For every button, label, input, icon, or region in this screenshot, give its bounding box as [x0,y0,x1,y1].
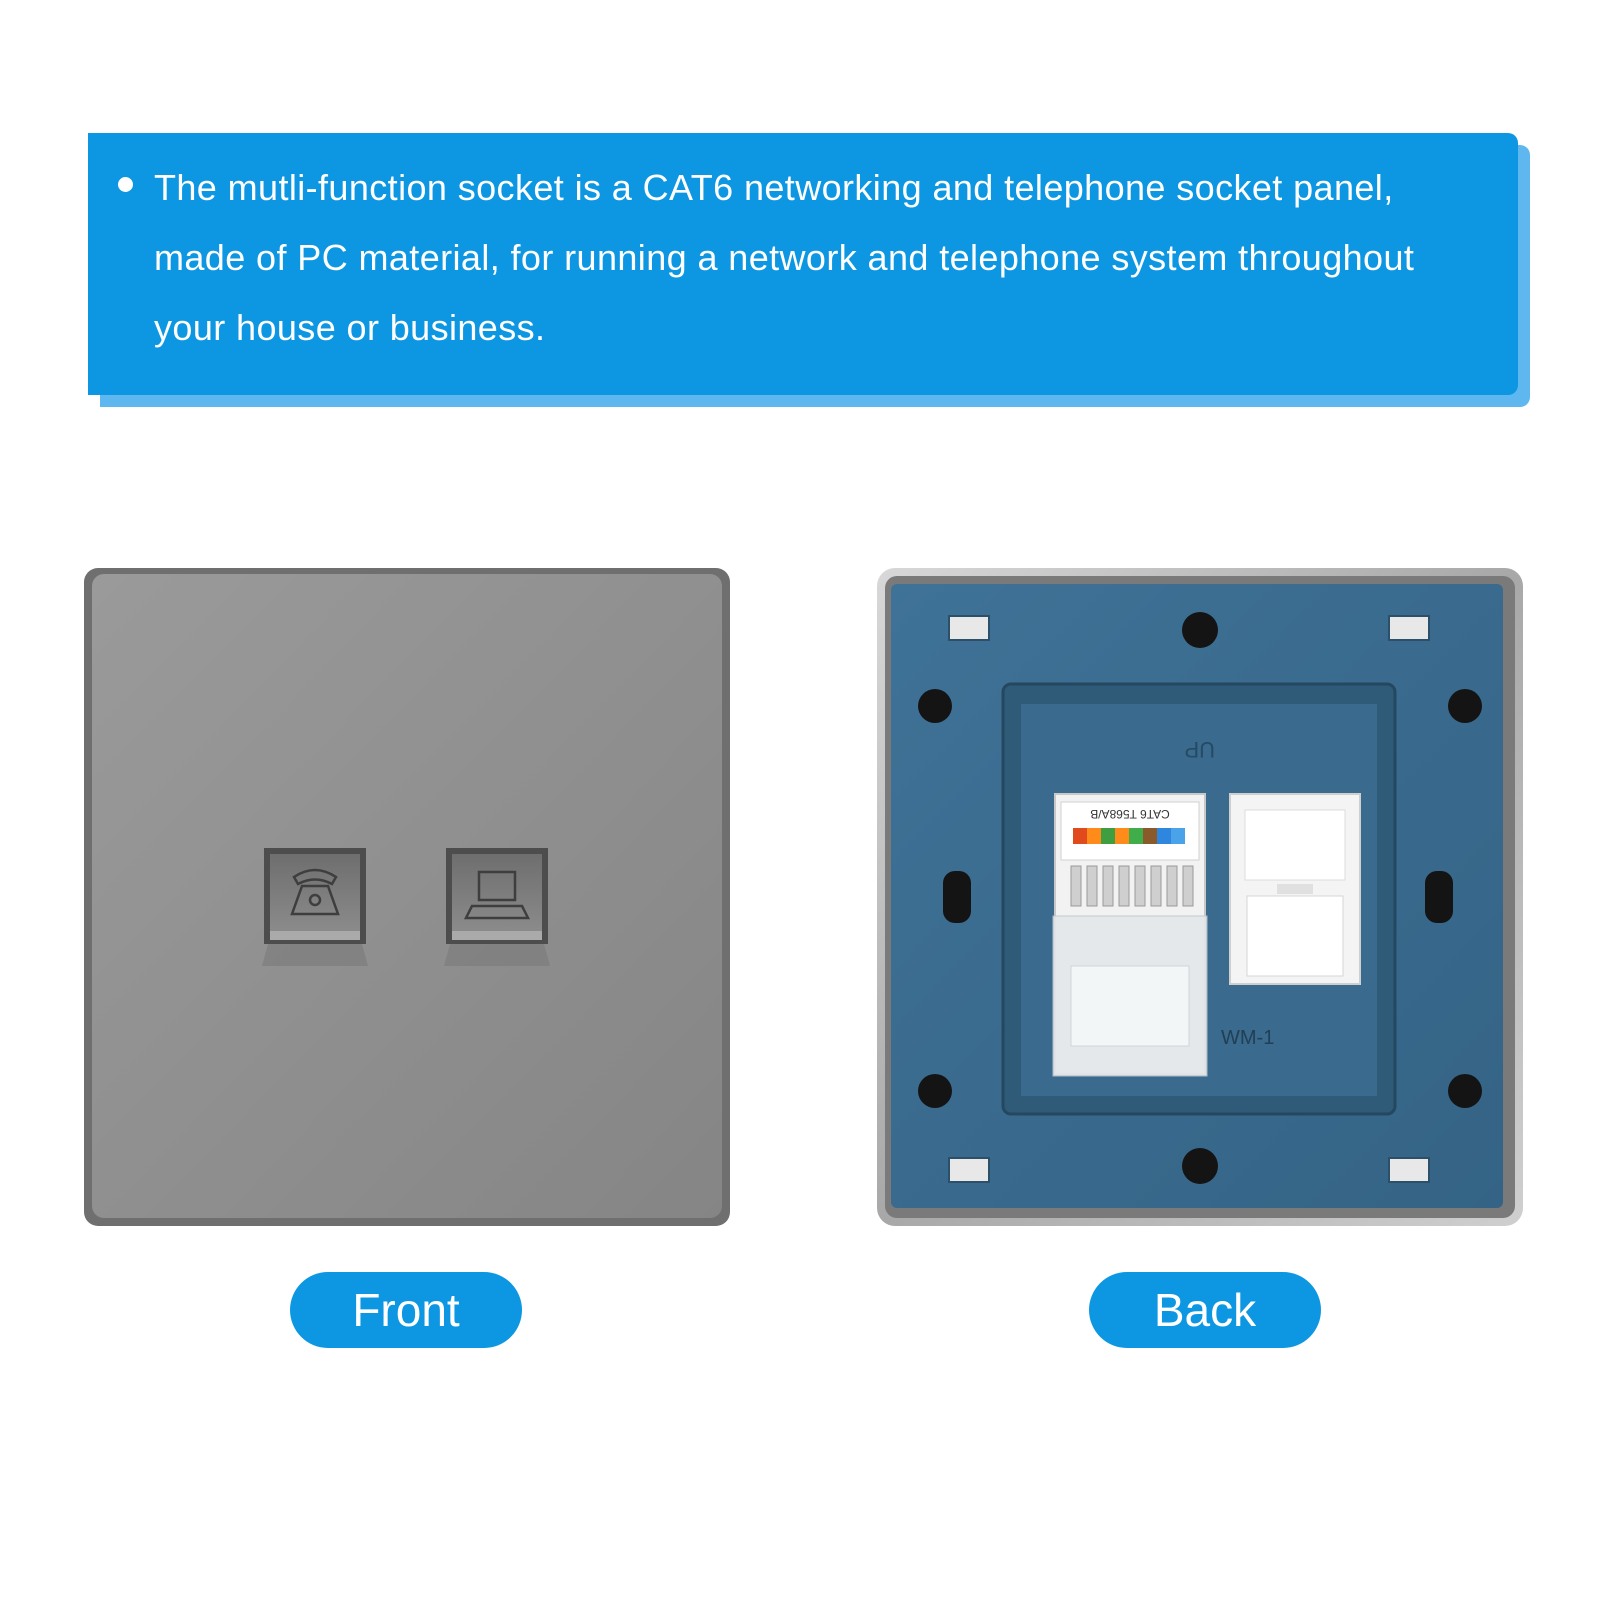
mounting-holes [918,612,1482,1184]
back-label: Back [1089,1272,1321,1348]
svg-text:UP: UP [1184,737,1215,762]
banner-box: The mutli-function socket is a CAT6 netw… [88,133,1518,395]
banner-text: The mutli-function socket is a CAT6 netw… [154,167,1415,348]
computer-icon [463,870,531,920]
front-photo [82,566,732,1228]
bullet-icon [118,177,133,192]
telephone-module [1229,793,1361,985]
telephone-icon [290,868,340,916]
model-label: WM-1 [1221,1027,1274,1049]
feature-banner: The mutli-function socket is a CAT6 netw… [88,133,1530,407]
telephone-port [262,848,368,966]
keystone-module: CAT6 T568A/B [1052,793,1208,1077]
front-label: Front [290,1272,522,1348]
wire-color-codes [1073,828,1185,844]
corner-clips [948,615,1430,1183]
front-panel [92,574,722,1218]
module-type-label: CAT6 T568A/B [1090,807,1170,821]
back-photo: UP CAT6 T568A/B [875,566,1525,1228]
network-port [444,848,550,966]
